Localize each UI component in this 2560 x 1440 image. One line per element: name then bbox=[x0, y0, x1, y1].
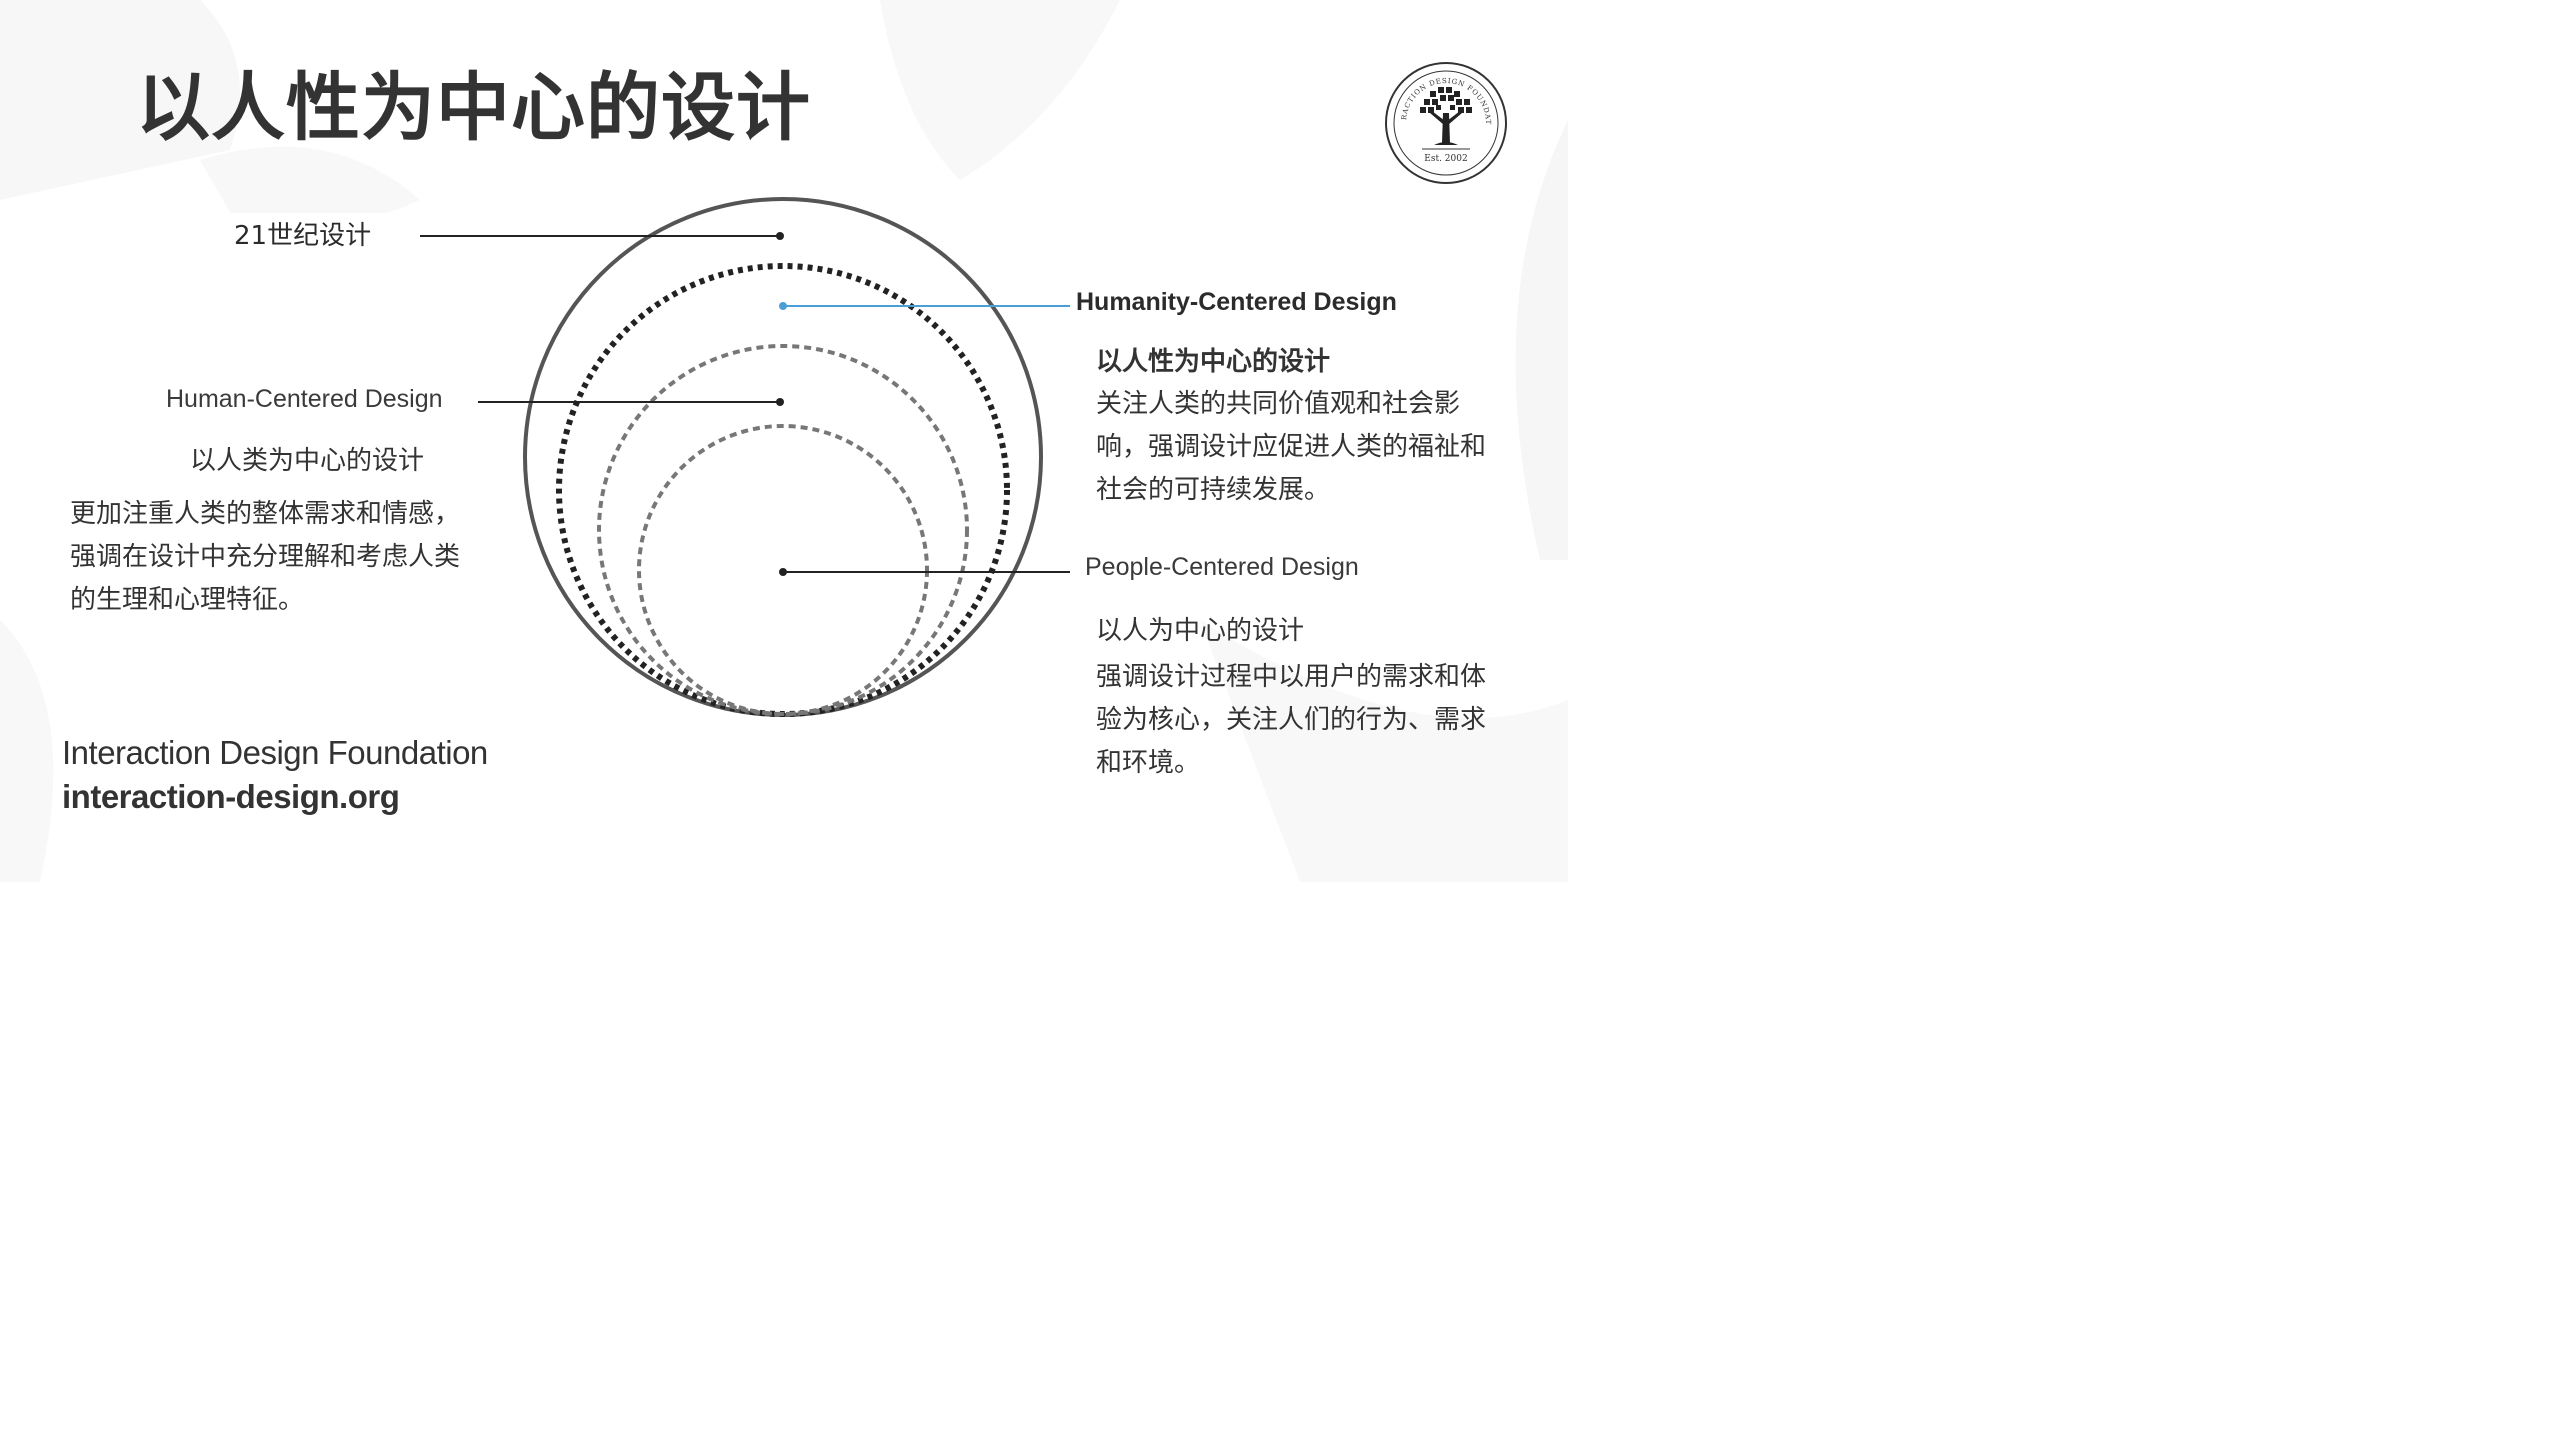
people-centered-description: 强调设计过程中以用户的需求和体验为核心，关注人们的行为、需求和环境。 bbox=[1096, 662, 1487, 778]
circle-people-centered bbox=[637, 424, 929, 716]
label-human-centered-zh: 以人类为中心的设计 bbox=[190, 446, 425, 476]
circle-human-centered bbox=[597, 344, 969, 716]
background-decoration bbox=[0, 0, 1568, 882]
leader-dot-humanity bbox=[779, 302, 787, 310]
leader-dot-21c bbox=[776, 232, 784, 240]
tree-logo-icon: INTERACTION DESIGN FOUNDATION Est. 2002 bbox=[1384, 61, 1507, 184]
circle-21st-century-design bbox=[523, 197, 1043, 717]
label-21st-century-design: 21世纪设计 bbox=[214, 213, 414, 259]
circle-humanity-centered bbox=[556, 263, 1010, 717]
footer-organization-name: Interaction Design Foundation bbox=[62, 734, 488, 771]
leader-dot-human bbox=[776, 398, 784, 406]
concentric-circles-diagram bbox=[420, 197, 1070, 717]
humanity-centered-description: 关注人类的共同价值观和社会影响，强调设计应促进人类的福祉和社会的可持续发展。 bbox=[1096, 389, 1487, 505]
label-people-centered-zh: 以人为中心的设计 bbox=[1096, 616, 1305, 646]
label-humanity-centered-zh: 以人性为中心的设计 bbox=[1096, 347, 1331, 377]
human-centered-description: 更加注重人类的整体需求和情感，强调在设计中充分理解和考虑人类的生理和心理特征。 bbox=[70, 499, 461, 615]
footer-url: interaction-design.org bbox=[62, 778, 400, 815]
label-human-centered-en: Human-Centered Design bbox=[166, 385, 443, 413]
logo-est: Est. 2002 bbox=[1424, 154, 1467, 164]
leader-dot-people bbox=[779, 568, 787, 576]
label-people-centered-en: People-Centered Design bbox=[1085, 553, 1359, 581]
page-title: 以人性为中心的设计 bbox=[136, 65, 811, 151]
label-humanity-centered-en: Humanity-Centered Design bbox=[1076, 288, 1397, 316]
